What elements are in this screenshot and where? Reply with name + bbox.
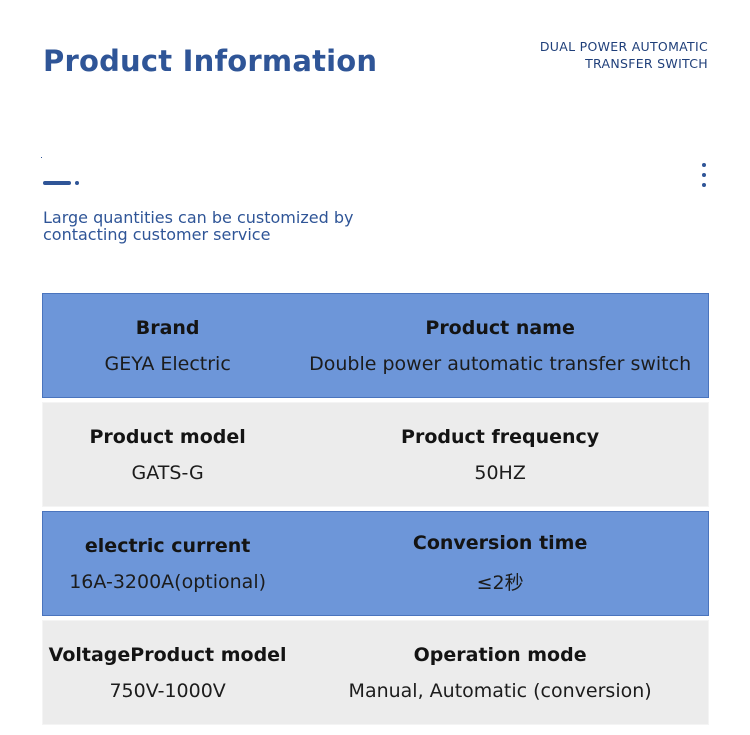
cell-value: Manual, Automatic (conversion)	[348, 679, 652, 702]
cell-value: 750V-1000V	[109, 679, 226, 702]
table-cell: Operation mode Manual, Automatic (conver…	[292, 621, 708, 724]
customization-note: Large quantities can be customized by co…	[43, 208, 354, 244]
table-row: electric current 16A-3200A(optional) Con…	[42, 511, 709, 616]
cell-label: Product frequency	[401, 425, 600, 448]
cell-value: 16A-3200A(optional)	[69, 570, 267, 593]
accent-dot	[75, 181, 79, 185]
table-row: VoltageProduct model 750V-1000V Operatio…	[42, 620, 709, 725]
cell-value: Double power automatic transfer switch	[309, 352, 692, 375]
table-cell: Product model GATS-G	[43, 403, 292, 506]
table-cell: Conversion time ≤2秒	[292, 512, 708, 615]
cell-label: Conversion time	[412, 532, 588, 554]
more-options-icon[interactable]	[702, 163, 706, 191]
table-cell: VoltageProduct model 750V-1000V	[43, 621, 292, 724]
table-cell: Brand GEYA Electric	[43, 294, 292, 397]
cell-value: ≤2秒	[476, 572, 524, 594]
cell-label: electric current	[84, 534, 251, 557]
subtitle-line-2: TRANSFER SWITCH	[585, 56, 708, 71]
page-title: Product Information	[43, 44, 378, 78]
cell-label: Product model	[89, 425, 246, 448]
accent-line	[43, 181, 71, 185]
cell-label: Product name	[425, 316, 575, 339]
table-row: Brand GEYA Electric Product name Double …	[42, 293, 709, 398]
cell-value: GEYA Electric	[104, 352, 231, 375]
cell-label: Operation mode	[413, 643, 587, 666]
page-subtitle: DUAL POWER AUTOMATIC TRANSFER SWITCH	[540, 38, 708, 72]
cell-value: 50HZ	[474, 461, 526, 484]
cell-label: VoltageProduct model	[48, 643, 287, 666]
table-cell: Product frequency 50HZ	[292, 403, 708, 506]
product-info-table: Brand GEYA Electric Product name Double …	[42, 293, 709, 725]
subtitle-line-1: DUAL POWER AUTOMATIC	[539, 39, 708, 54]
cell-label: Brand	[135, 316, 200, 339]
decorative-dot	[41, 157, 42, 158]
table-cell: Product name Double power automatic tran…	[292, 294, 708, 397]
cell-value: GATS-G	[131, 461, 204, 484]
table-row: Product model GATS-G Product frequency 5…	[42, 402, 709, 507]
table-cell: electric current 16A-3200A(optional)	[43, 512, 292, 615]
